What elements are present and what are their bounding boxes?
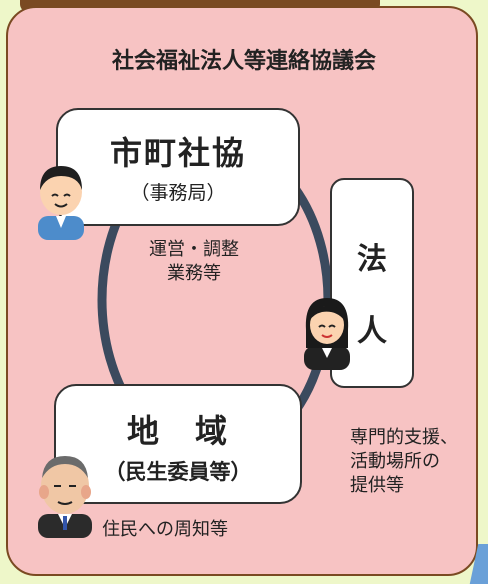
edge-label-expert-line1: 専門的支援、 bbox=[350, 427, 458, 448]
node-city-council: 市町社協 （事務局） bbox=[56, 108, 300, 226]
diagram-title: 社会福祉法人等連絡協議会 bbox=[111, 49, 376, 74]
node-city-title: 市町社協 bbox=[109, 134, 246, 172]
staff-man-icon bbox=[38, 166, 84, 240]
node-community-subtitle: （民生委員等） bbox=[104, 460, 252, 484]
edge-label-operations: 運営・調整 業務等 bbox=[134, 238, 254, 286]
node-community: 地 域 （民生委員等） bbox=[54, 384, 302, 504]
edge-label-expert-line3: 提供等 bbox=[350, 475, 404, 496]
edge-label-resident-notice: 住民への周知等 bbox=[102, 519, 228, 540]
edge-label-operations-line2: 業務等 bbox=[167, 263, 221, 284]
corporation-woman-icon bbox=[304, 298, 350, 370]
edge-label-expert-line2: 活動場所の bbox=[350, 451, 440, 472]
node-corporation-char1: 法 bbox=[357, 242, 387, 277]
community-elder-icon bbox=[38, 456, 92, 538]
node-corporation-char2: 人 bbox=[357, 314, 387, 349]
node-city-subtitle: （事務局） bbox=[130, 182, 226, 204]
edge-label-operations-line1: 運営・調整 bbox=[149, 239, 239, 260]
node-community-title: 地 域 bbox=[126, 412, 229, 450]
edge-label-expert-support: 専門的支援、 活動場所の 提供等 bbox=[350, 426, 480, 498]
